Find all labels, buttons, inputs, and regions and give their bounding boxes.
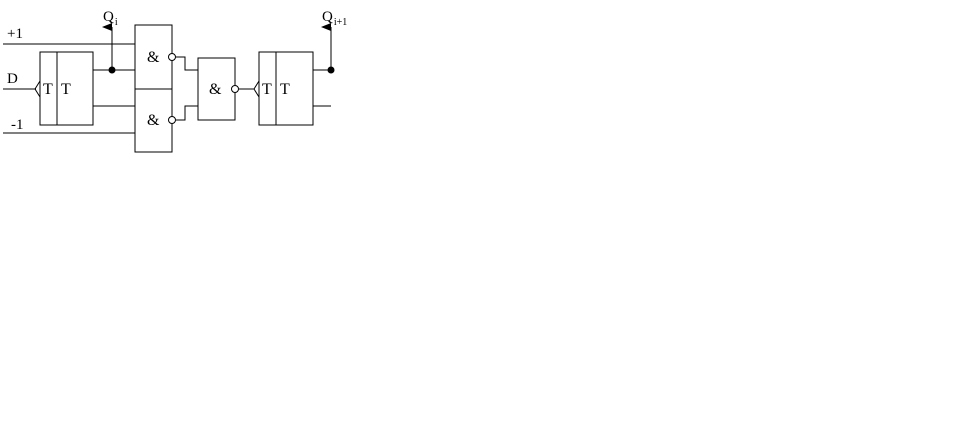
trigger-1-input-label: T <box>43 81 53 98</box>
label-data: D <box>7 71 18 87</box>
trigger-1-title: T <box>61 81 71 98</box>
and-gate-2: & <box>134 88 176 153</box>
and-gate-1: & <box>134 24 176 90</box>
label-plus-one: +1 <box>7 26 23 42</box>
and-gate-3-inverter <box>231 85 239 93</box>
and-gate-3-label: & <box>209 81 222 98</box>
wire-and2-to-and3 <box>176 105 198 121</box>
label-q-i: Qi <box>103 9 118 28</box>
trigger-2-body <box>258 51 314 126</box>
trigger-1-clock-chevron <box>34 80 41 98</box>
label-q-i-sub: i <box>115 17 118 28</box>
and-gate-3: & <box>197 57 239 121</box>
and-gate-3-body <box>197 57 236 121</box>
label-q-i-main: Q <box>103 9 114 25</box>
trigger-1-body <box>39 51 94 126</box>
label-q-next: Qi+1 <box>322 9 347 28</box>
label-q-next-main: Q <box>322 9 333 25</box>
label-q-next-sub: i+1 <box>334 17 347 28</box>
trigger-2: T T <box>253 51 314 126</box>
label-minus-one: -1 <box>11 117 24 133</box>
wire-and1-to-and3 <box>176 56 198 71</box>
and-gate-2-label: & <box>147 112 160 129</box>
trigger-2-title: T <box>280 81 290 98</box>
trigger-2-input-label: T <box>262 81 272 98</box>
trigger-2-clock-chevron <box>253 80 260 98</box>
trigger-1: T T <box>34 51 94 126</box>
and-gate-1-inverter <box>168 53 176 61</box>
and-gate-1-label: & <box>147 49 160 66</box>
and-gate-2-inverter <box>168 116 176 124</box>
